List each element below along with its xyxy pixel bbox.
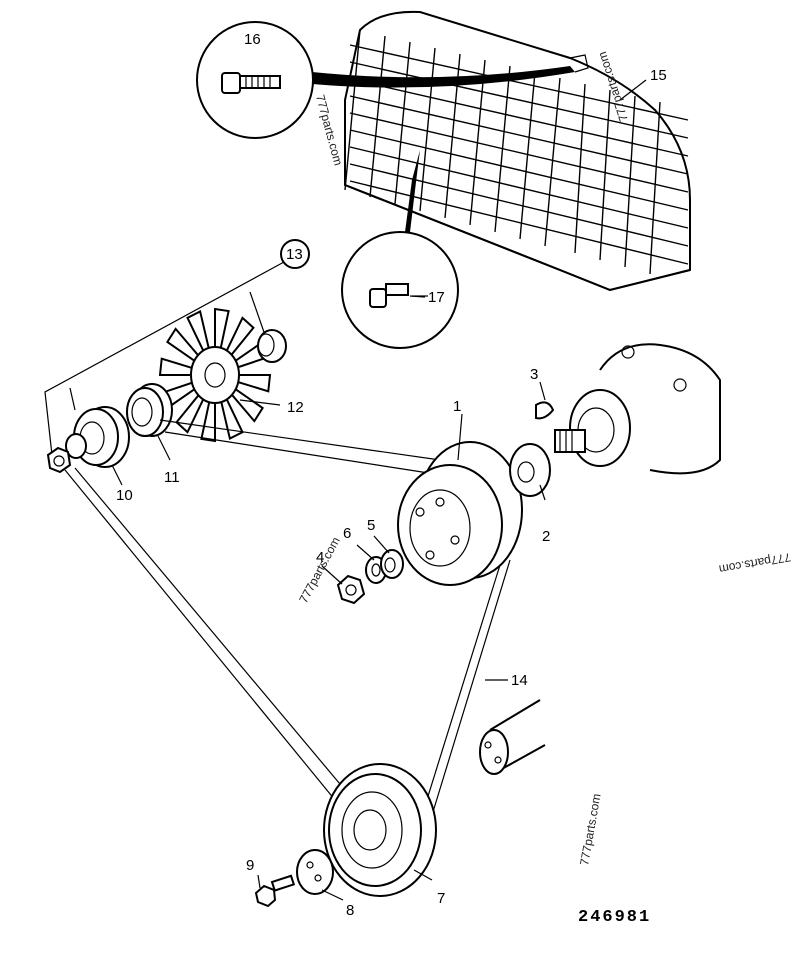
guard-mesh-line	[544, 77, 561, 247]
label-10: 10	[116, 487, 133, 504]
bolt-9	[254, 874, 296, 908]
fan-blade-vane	[200, 399, 216, 443]
leader-bracket-13	[44, 261, 285, 456]
guard-mesh-line	[649, 101, 661, 275]
fan-blade-vane	[235, 374, 272, 393]
label-3: 3	[530, 366, 538, 383]
guard-mesh-line	[344, 29, 361, 191]
pulley-10	[65, 406, 130, 468]
crank-pulley	[323, 763, 437, 897]
fan-blade-vane	[158, 357, 195, 376]
label-5: 5	[367, 517, 375, 534]
fan-blade	[158, 307, 272, 443]
label-1: 1	[453, 398, 461, 415]
fan-hub-hole	[204, 362, 226, 388]
part-labels: 1 2 3 4 5 6 7 8 9 10 11 12 13 14 15 16 1…	[116, 31, 667, 919]
label-17: 17	[428, 289, 445, 306]
guard-mesh-line	[394, 41, 411, 205]
guard-mesh-line	[349, 44, 689, 121]
watermark-4: 777parts.com	[718, 550, 792, 576]
leader-lines	[111, 79, 647, 901]
main-pulley	[397, 441, 523, 586]
guard-mesh-line	[349, 112, 689, 193]
guard-mesh-line	[599, 89, 611, 261]
label-8: 8	[346, 902, 354, 919]
label-15: 15	[650, 67, 667, 84]
label-6: 6	[343, 525, 351, 542]
bolt-icon	[369, 283, 409, 308]
guard-mesh-line	[519, 71, 536, 240]
label-13-circle	[280, 239, 310, 269]
guard-mesh-line	[624, 95, 636, 268]
nut-4	[336, 574, 366, 605]
watermark-5: 777parts.com	[577, 792, 603, 866]
guard-mesh-line	[349, 163, 689, 247]
guard-mesh-line	[349, 146, 689, 229]
label-12: 12	[287, 399, 304, 416]
guard-mesh-line	[574, 83, 586, 254]
crankshaft-nose	[479, 699, 546, 775]
nut-left	[46, 446, 72, 474]
washer-5	[380, 549, 404, 579]
pump-housing	[554, 343, 721, 475]
guard-mesh-line	[419, 47, 436, 212]
watermark-1: 777parts.com	[313, 93, 345, 167]
label-7: 7	[437, 890, 445, 907]
label-11: 11	[164, 469, 180, 486]
callout-bolt-16	[196, 21, 575, 139]
fan-hub	[190, 346, 240, 404]
washer-8	[296, 849, 334, 895]
callout-bolt-17	[341, 150, 459, 349]
label-13: 13	[286, 246, 303, 263]
label-16: 16	[244, 31, 261, 48]
key	[535, 401, 555, 420]
fan-blade-vane	[214, 307, 230, 351]
guard-mesh-line	[349, 95, 689, 175]
belts	[64, 419, 511, 839]
hub-flange	[509, 443, 551, 497]
guard-mesh-line	[349, 129, 689, 211]
guard-mesh-line	[349, 78, 689, 157]
watermark-3: 777parts.com	[296, 535, 342, 606]
label-2: 2	[542, 528, 550, 545]
bolt-icon	[221, 72, 281, 94]
pulley-11	[126, 383, 173, 437]
label-14: 14	[511, 672, 528, 689]
guard-mesh-line	[369, 35, 386, 198]
guard-mesh-line	[349, 180, 689, 265]
guard-mesh-line	[349, 61, 689, 139]
drawing-number: 246981	[578, 908, 651, 927]
label-4: 4	[316, 549, 324, 566]
spacer-ring	[257, 329, 287, 363]
label-9: 9	[246, 857, 254, 874]
